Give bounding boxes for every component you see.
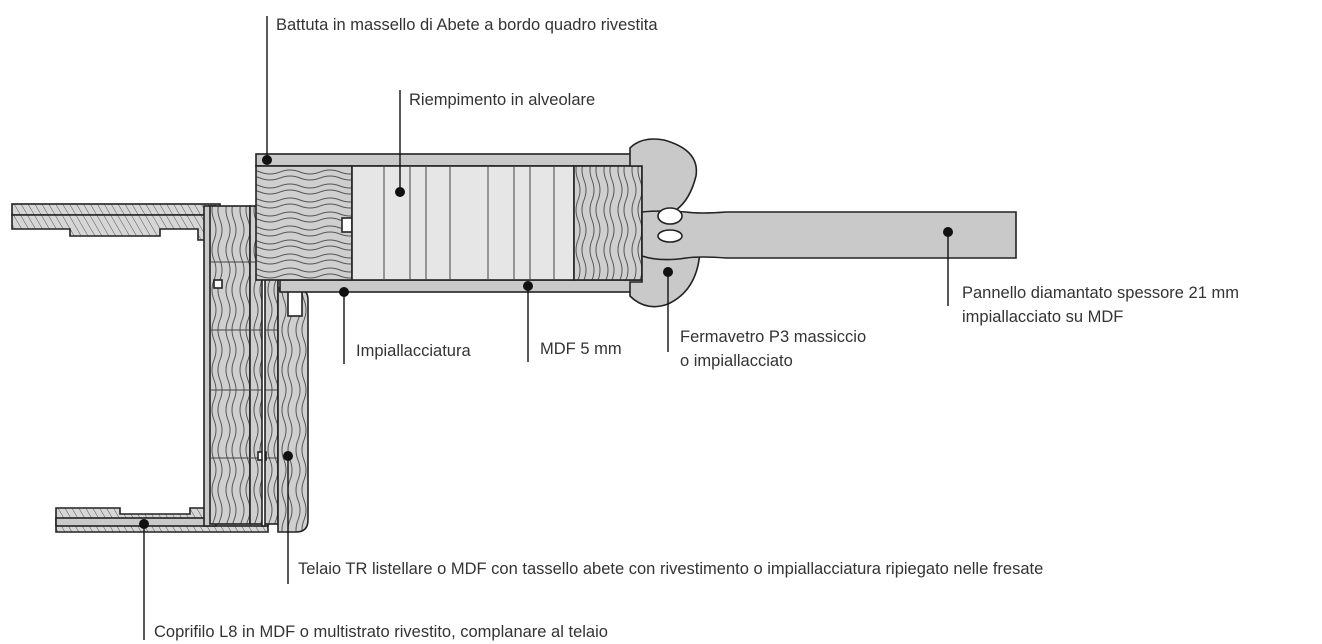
- label-battuta: Battuta in massello di Abete a bordo qua…: [276, 16, 658, 34]
- label-pannello-line2: impiallacciato su MDF: [962, 308, 1123, 326]
- pannello-diamantato: [641, 207, 1017, 261]
- leader-coprifilo: [139, 519, 149, 640]
- label-fermavetro-line1: Fermavetro P3 massiccio: [680, 328, 866, 346]
- label-telaio: Telaio TR listellare o MDF con tassello …: [298, 560, 1043, 578]
- leader-battuta: [262, 16, 272, 165]
- leader-impiallacciatura: [339, 287, 349, 364]
- label-coprifilo: Coprifilo L8 in MDF o multistrato rivest…: [154, 623, 608, 641]
- leader-fermavetro: [663, 267, 673, 352]
- label-fermavetro-line2: o impiallacciato: [680, 352, 793, 370]
- leader-riempimento: [395, 90, 405, 197]
- label-riempimento: Riempimento in alveolare: [409, 91, 595, 109]
- label-impiallacciatura: Impiallacciatura: [356, 342, 471, 360]
- label-mdf: MDF 5 mm: [540, 340, 622, 358]
- leader-telaio: [283, 451, 293, 584]
- coprifilo-top: [11, 203, 221, 241]
- door-leaf: [255, 153, 643, 293]
- leader-mdf: [523, 281, 533, 362]
- leader-pannello: [943, 227, 953, 306]
- label-pannello-line1: Pannello diamantato spessore 21 mm: [962, 284, 1239, 302]
